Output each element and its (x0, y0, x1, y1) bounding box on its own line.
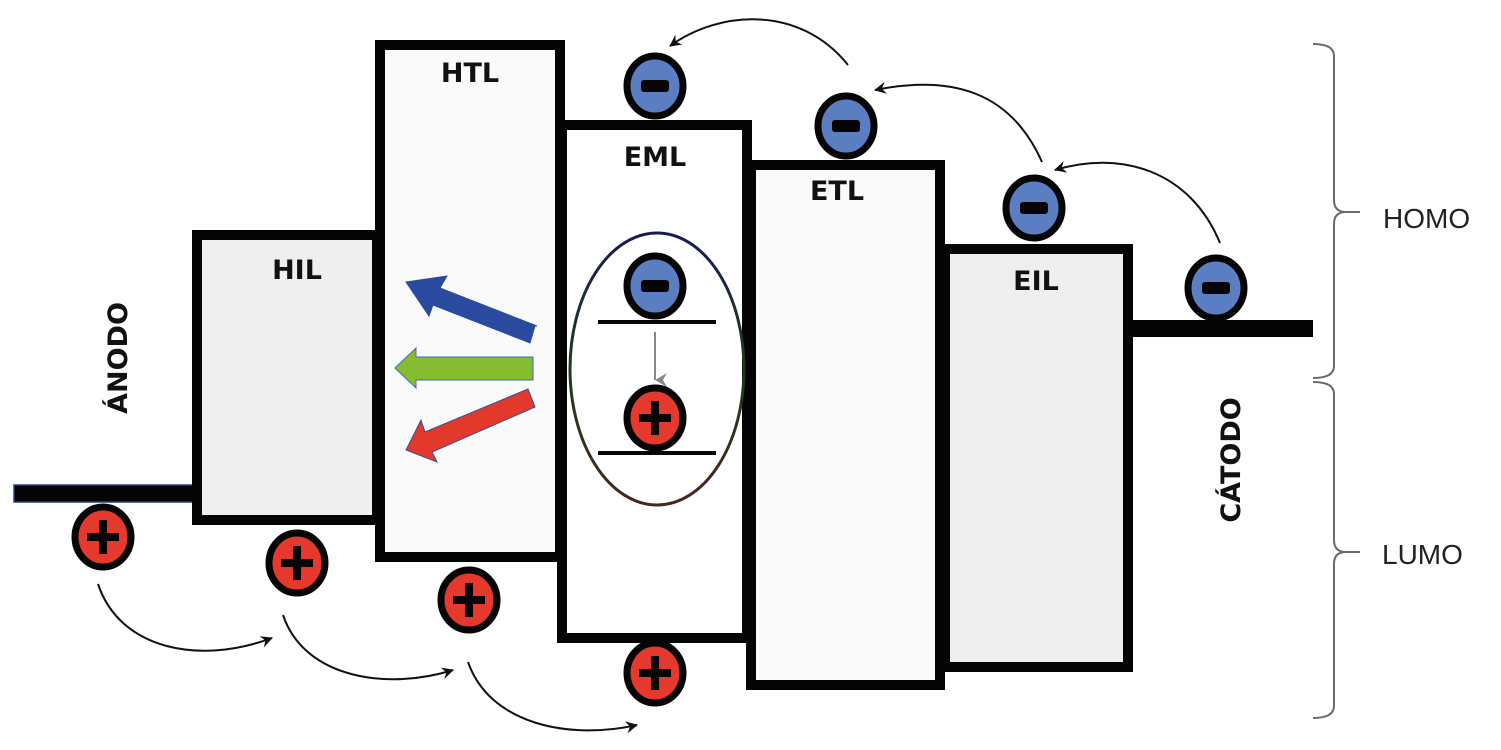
homo-label: HOMO (1383, 203, 1470, 234)
layer-label-htl: HTL (441, 58, 499, 89)
hole-hop-arrow (97, 583, 273, 652)
emission-arrows (394, 275, 538, 463)
electron-hop-arrow (874, 81, 1043, 163)
electron-hop-arrow (1054, 161, 1221, 244)
lumo-bracket (1312, 381, 1360, 719)
layer-etl (746, 160, 945, 690)
electron-icon (814, 92, 878, 160)
layer-label-hil: HIL (272, 255, 322, 286)
cathode-label: CÁTODO (1215, 397, 1247, 522)
homo-bracket (1312, 43, 1360, 379)
layer-eil (940, 244, 1133, 672)
hole-icon (437, 566, 501, 634)
layer-eml (557, 120, 752, 643)
layer-label-eil: EIL (1013, 266, 1059, 297)
electron-icon (623, 252, 687, 320)
layer-hil (192, 230, 382, 525)
hole-hop-arrow (467, 661, 638, 734)
emission-arrow-blue (405, 275, 538, 344)
layer-etl-box (746, 160, 945, 690)
charge-carriers (71, 52, 1248, 707)
cathode-electrode-bar (1128, 320, 1313, 337)
electron-icon (1002, 174, 1066, 242)
hole-hop-arrows (97, 583, 638, 734)
layer-label-eml: EML (624, 142, 687, 173)
recombination-zone (568, 231, 746, 507)
hole-hop-arrow (282, 614, 454, 681)
emission-arrow-green (394, 346, 534, 390)
electron-icon (623, 52, 687, 120)
hole-icon (265, 529, 329, 597)
layer-eil-box (940, 244, 1133, 672)
layer-eml-box (557, 120, 752, 643)
layer-hil-box (192, 230, 382, 525)
electron-icon (1184, 254, 1248, 322)
emission-arrow-red (405, 388, 536, 463)
anode-label: ÁNODO (102, 302, 134, 414)
lumo-label: LUMO (1382, 539, 1463, 570)
hole-icon (623, 639, 687, 707)
hole-icon (71, 503, 135, 571)
electron-hop-arrows (669, 18, 1221, 244)
electron-hop-arrow (669, 18, 849, 66)
recombination-oval (568, 231, 746, 507)
layer-label-etl: ETL (810, 176, 864, 207)
energy-brackets (1312, 43, 1360, 719)
anode-electrode-bar (13, 484, 198, 503)
hole-icon (623, 384, 687, 452)
